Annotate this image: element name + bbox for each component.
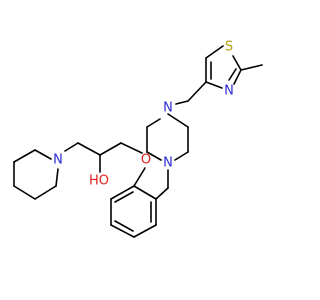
piperidine-ring	[13, 149, 59, 200]
thiazole-nitrogen-label: N	[224, 84, 234, 99]
bond-ch2-n-top	[175, 100, 189, 105]
piperazine-nitrogen-bottom-label: N	[163, 156, 173, 171]
ether-oxygen-label: O	[141, 153, 151, 168]
bond-bz-3	[110, 224, 135, 238]
bond-bz-5-double	[114, 191, 134, 203]
bond-bz-6	[133, 185, 157, 200]
bond-bz-2	[133, 224, 157, 238]
bond-s-c5	[205, 45, 224, 59]
bond-nbottom-c-left	[146, 151, 162, 161]
bond-pip-6	[55, 168, 59, 187]
thiazole-sulfur-label: S	[225, 40, 233, 55]
bond-c-left2-ntop	[146, 118, 161, 128]
bond-pip-2	[13, 149, 36, 163]
bond-ch2-benzene	[155, 187, 169, 200]
thiazole-ring	[205, 45, 263, 89]
bond-ch2-choh	[99, 142, 122, 156]
piperazine-ring	[146, 113, 189, 161]
bond-c4-ch2	[187, 81, 207, 102]
hydroxyl-label: HO	[89, 174, 109, 189]
bond-ch2-npip	[64, 142, 79, 152]
bond-pip-4	[13, 185, 36, 200]
bond-bz-3-double	[114, 220, 134, 232]
bond-bz-o	[133, 167, 146, 187]
bond-methyl-c2	[240, 64, 263, 71]
molecule-svg: S N N N O HO N	[13, 40, 263, 238]
bond-c4-n	[205, 81, 223, 89]
bond-ntop-c-right	[167, 113, 189, 128]
piperazine-nitrogen-top-label: N	[163, 101, 173, 116]
piperidine-nitrogen-label: N	[53, 153, 63, 168]
bond-n-c2	[233, 69, 242, 85]
bond-c-right2-nbottom	[174, 151, 189, 161]
bond-o-ch2	[120, 142, 143, 154]
bond-choh-ch2	[77, 142, 101, 156]
molecule-structure-diagram: S N N N O HO N	[13, 40, 263, 238]
bond-n-c2-double	[228, 68, 237, 81]
bond-c2-s	[232, 55, 242, 71]
benzene-ring	[110, 185, 157, 238]
bond-bz-5	[110, 185, 135, 200]
bond-pip-5	[34, 185, 57, 200]
bond-pip-1	[34, 149, 52, 160]
